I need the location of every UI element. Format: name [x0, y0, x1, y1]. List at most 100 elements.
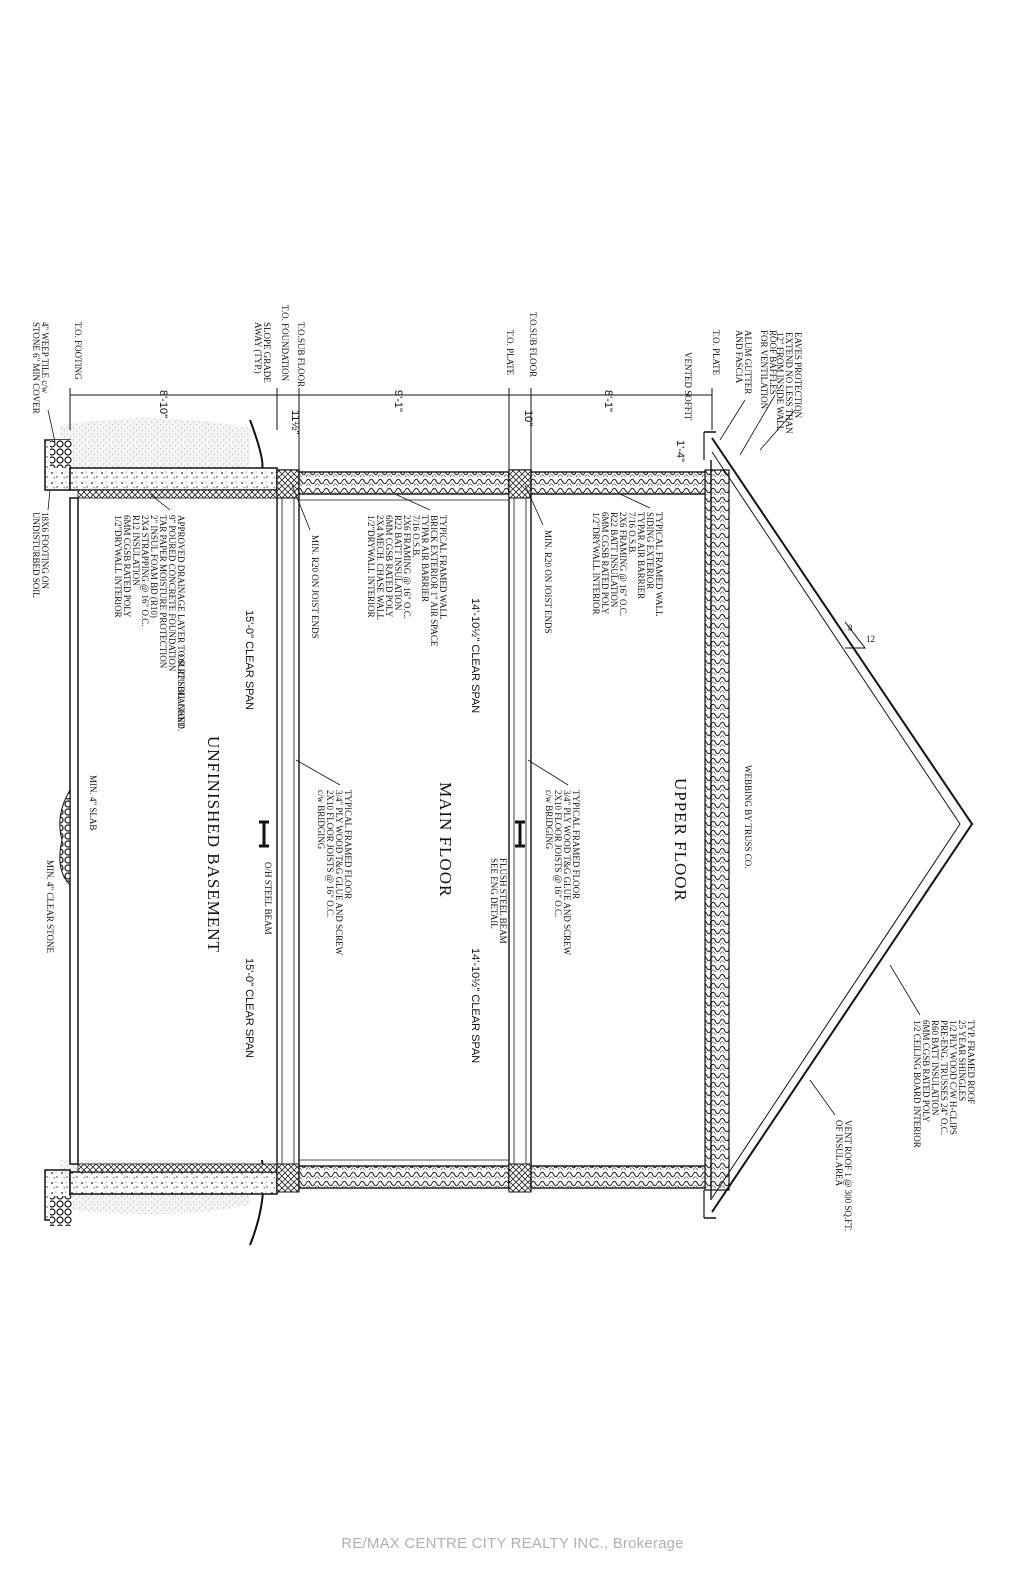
weep-tile-top [50, 440, 72, 468]
note-line: STONE 6" MIN COVER [31, 322, 41, 414]
note-line: SIDING EXTERIOR [645, 512, 655, 589]
note-line: 18X6 FOOTING ON [40, 512, 50, 589]
note-line: R12 INSULATION [131, 515, 141, 586]
weep-tile-bottom [50, 1196, 72, 1226]
note-oh-beam: O/H STEEL BEAM [263, 862, 273, 935]
soil-backfill-top [60, 418, 250, 470]
dim-soffit: 1'-4" [674, 440, 686, 462]
room-main-floor: MAIN FLOOR [436, 782, 455, 897]
note-r20-blanket: OR R20 BLANKET [176, 654, 186, 729]
note-slab: MIN. 4" SLAB [88, 775, 98, 830]
dim-upper-joist: 10" [522, 410, 534, 426]
dim-foundation-subfloor: 11½" [289, 410, 301, 435]
note-line: 6MM CGSB RATED POLY [921, 1020, 931, 1123]
note-line: AWAY (TYP.) [253, 322, 263, 374]
dimension-chain [69, 388, 713, 470]
level-to-footing: T.O. FOOTING [73, 322, 83, 380]
note-line: FOR VENTILATION [759, 330, 769, 410]
leader-lines [47, 394, 921, 1116]
note-foundation-wall: APPROVED DRAINAGE LAYER TO SUIT SOIL CON… [113, 515, 186, 731]
note-line: ROOF BAFFLES [768, 330, 778, 395]
note-line: TYPAR AIR BARRIER [420, 515, 430, 602]
main-wall-bottom [298, 1165, 510, 1189]
rim-insul-lower-bottom [276, 1163, 300, 1193]
grade-line-top [249, 419, 264, 471]
note-rim-upper: MIN. R20 ON JOIST ENDS [543, 530, 553, 634]
note-line: 1/2"DRYWALL INTERIOR [366, 515, 376, 618]
flush-steel-beam [515, 820, 525, 848]
note-line: 1/2"DRYWALL INTERIOR [591, 512, 601, 615]
note-line: APPROVED DRAINAGE LAYER TO SUIT SOIL CON… [176, 515, 186, 731]
room-unfinished-basement: UNFINISHED BASEMENT [204, 736, 223, 953]
clear-stone-pile [59, 788, 71, 887]
level-to-subfloor-upper: T.O.SUB FLOOR [528, 312, 538, 377]
span-main-right: 14'-10½" CLEAR SPAN [469, 948, 481, 1063]
note-line: SEE ENG DETAIL [489, 858, 499, 929]
brokerage-watermark: RE/MAX CENTRE CITY REALTY INC., Brokerag… [341, 1535, 684, 1552]
note-line: c/w BRIDGING [544, 790, 554, 850]
note-line: SLOPE GRADE [262, 322, 272, 383]
note-line: 3/4" PLY WOOD T&G GLUE AND SCREW [562, 790, 572, 956]
note-line: OF INSUL AREA [834, 1120, 844, 1187]
note-line: AND FASCIA [734, 330, 744, 384]
ceiling-insulation [704, 469, 730, 1191]
note-line: 7/16 O.S.B. [411, 515, 421, 558]
note-clear-stone: MIN. 4" CLEAR STONE [45, 860, 55, 954]
note-line: ALUM GUTTER [743, 330, 753, 394]
note-line: c/w BRIDGING [316, 790, 326, 850]
room-upper-floor: UPPER FLOOR [671, 778, 690, 902]
level-to-subfloor-lower: T.O.SUB FLOOR [296, 322, 306, 387]
note-line: 2X6 FRAMING @ 16" O.C. [618, 512, 628, 616]
foundation-wall-bottom [69, 1171, 278, 1195]
rim-insul-upper-top [508, 469, 532, 499]
note-line: 4" WEEP TILE c/w [40, 322, 50, 394]
span-basement-left: 15'-0" CLEAR SPAN [243, 610, 255, 710]
note-line: UNDISTURBED SOIL [31, 512, 41, 598]
note-line: FLUSH STEEL BEAM [498, 858, 508, 944]
note-line: EXTEND NO LESS THAN [784, 332, 794, 434]
pitch-run-label: 12 [866, 634, 875, 644]
note-line: R60 BATT INSULATION [930, 1020, 940, 1116]
note-line: 2X6 FRAMING @ 16" O.C. [402, 515, 412, 619]
basement-slab [69, 497, 79, 1165]
note-line: TAR PAPER MOISTURE PROTECTION [158, 515, 168, 669]
foundation-insul-top [77, 489, 278, 499]
level-to-plate-upper: T.O. PLATE [711, 330, 721, 376]
note-soffit-vent: VENTED SOFFIT [683, 352, 693, 421]
note-line: TYPICAL FRAMED FLOOR [571, 790, 581, 899]
note-line: 7/16 O.S.B. [627, 512, 637, 555]
dim-foundation-height: 8'-10" [157, 390, 169, 418]
note-line: 2X4 STRAPPING @ 16" O.C. [140, 515, 150, 626]
foundation-wall-top [69, 467, 278, 491]
note-line: EAVES PROTECTION [793, 332, 803, 419]
note-line: VENT ROOF 1 @ 300 SQ.FT. [843, 1120, 853, 1231]
note-line: R22 BATT INSULATION [393, 515, 403, 611]
dim-upper-floor-height: 8'-1" [602, 390, 614, 412]
note-line: TYP. FRAMED ROOF [966, 1020, 976, 1104]
level-to-foundation: T.O. FOUNDATION [280, 305, 290, 382]
upper-wall-bottom [530, 1165, 712, 1189]
note-line: TYPICAL FRAMED WALL [438, 515, 448, 620]
note-line: 1/2 CEILING BOARD INTERIOR [912, 1020, 922, 1148]
foundation-insul-bottom [77, 1163, 278, 1173]
span-basement-right: 15'-0" CLEAR SPAN [243, 958, 255, 1058]
upper-wall-top [530, 471, 712, 495]
note-line: TYPAR AIR BARRIER [636, 512, 646, 599]
note-line: 9" POURED CONCRETE FOUNDATION [167, 515, 177, 672]
main-floor-system [276, 469, 300, 1191]
level-to-plate-lower: T.O. PLATE [505, 330, 515, 376]
main-wall-top [298, 471, 510, 495]
note-line: PRE-ENG. TRUSSES 24" O.C. [939, 1020, 949, 1135]
note-line: 2X4 MECH. CHASE WALL [375, 515, 385, 620]
